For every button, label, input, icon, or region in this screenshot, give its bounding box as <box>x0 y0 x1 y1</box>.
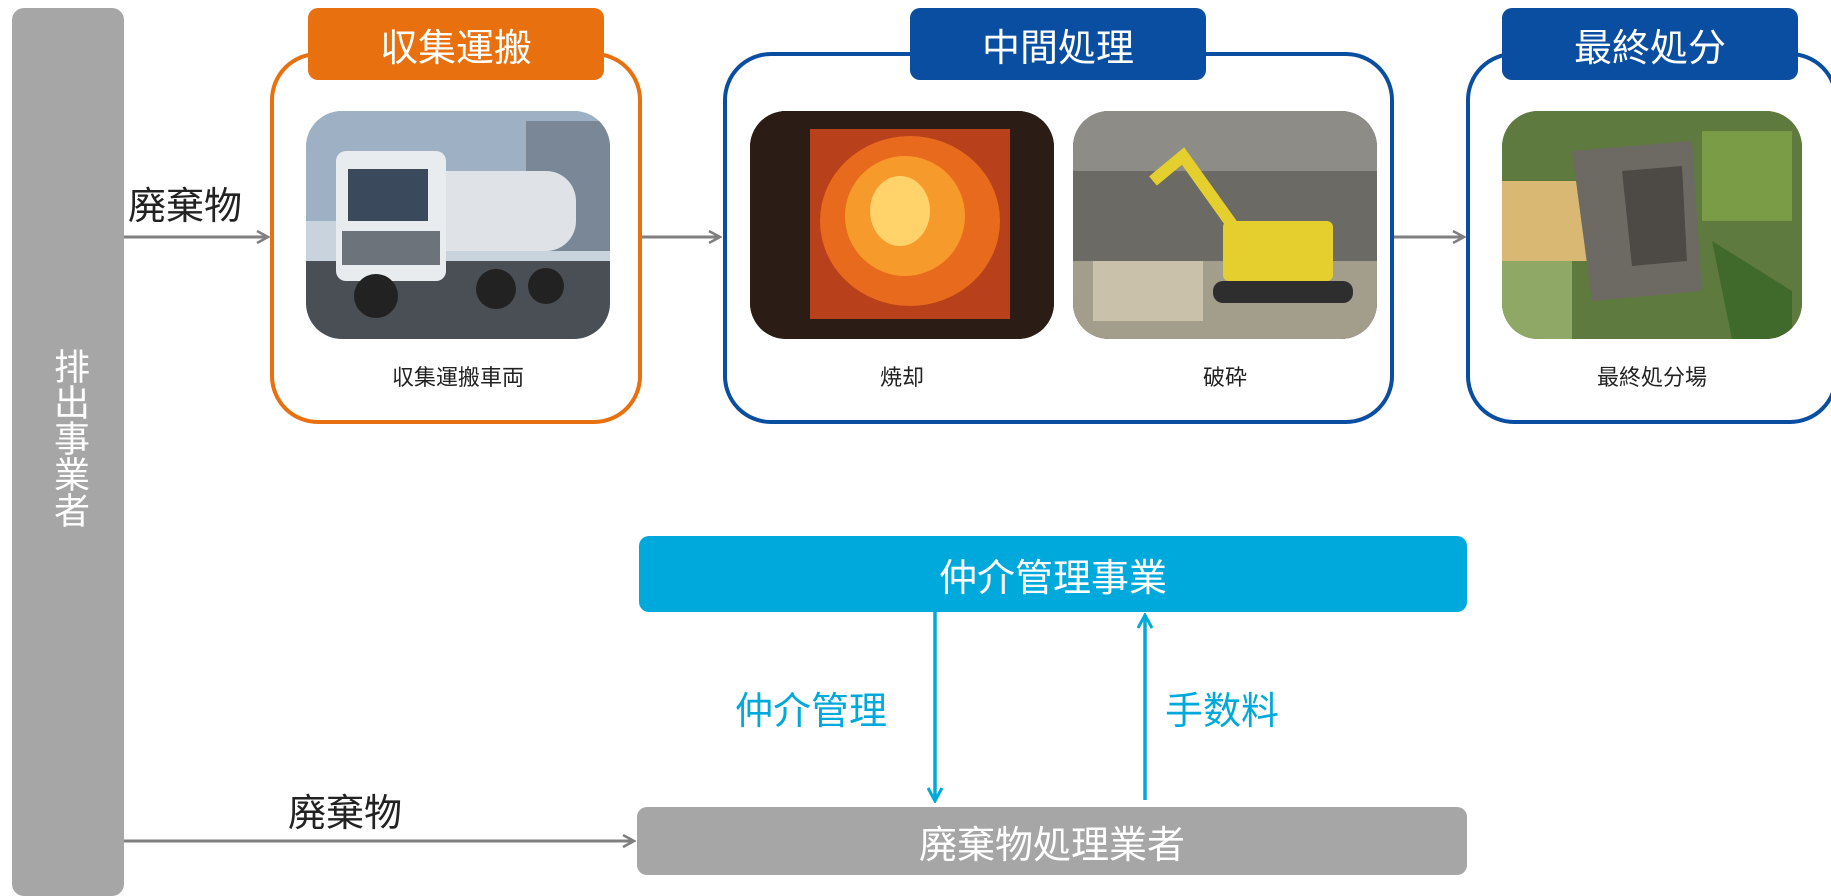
emitter-label: 排出事業者 <box>48 348 89 528</box>
fee-up-label: 手数料 <box>1165 689 1280 733</box>
final-caption: 最終処分場 <box>1596 366 1707 391</box>
waste-label-top: 廃棄物 <box>128 184 243 228</box>
waste-label-bottom: 廃棄物 <box>288 791 403 835</box>
collection-stage-title: 収集運搬 <box>308 8 604 80</box>
truck-photo <box>306 111 610 339</box>
mediation-box: 仲介管理事業 <box>639 536 1467 612</box>
landfill-photo <box>1502 111 1802 339</box>
handler-box: 廃棄物処理業者 <box>637 807 1467 875</box>
final-stage-title: 最終処分 <box>1502 8 1798 80</box>
mediation-down-label: 仲介管理 <box>735 689 888 733</box>
crushing-photo <box>1073 111 1377 339</box>
intermediate-stage-title: 中間処理 <box>910 8 1206 80</box>
emitter-bar: 排出事業者 <box>12 8 124 896</box>
incineration-photo <box>750 111 1054 339</box>
crushing-caption: 破砕 <box>1202 366 1247 391</box>
incineration-caption: 焼却 <box>879 366 924 391</box>
collection-caption: 収集運搬車両 <box>391 366 524 391</box>
